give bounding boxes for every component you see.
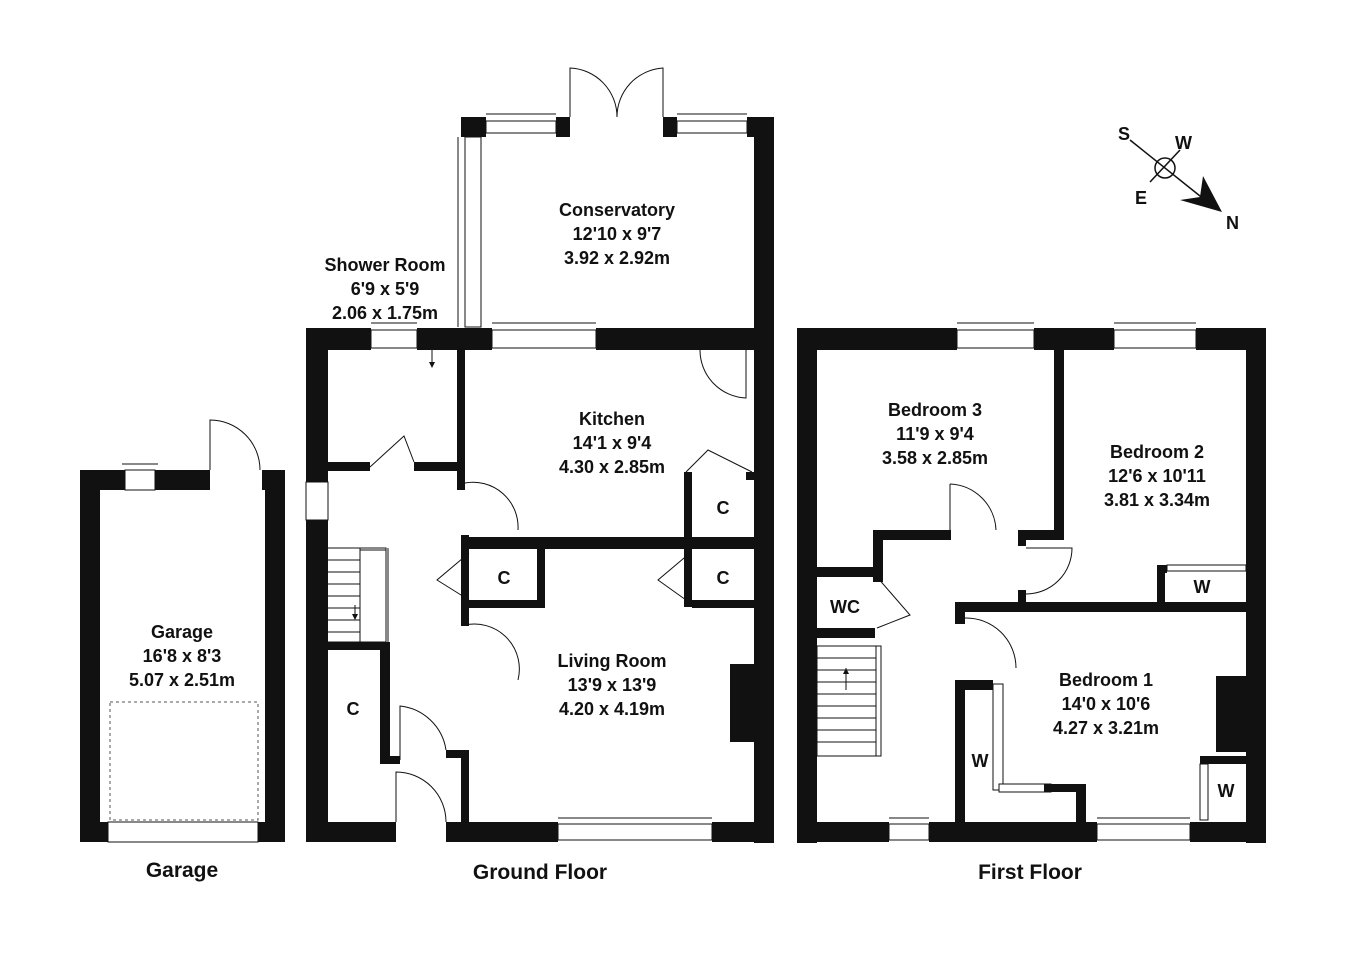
conservatory-imperial: 12'10 x 9'7 xyxy=(573,224,662,244)
conservatory-metric: 3.92 x 2.92m xyxy=(564,248,670,268)
shower-room-imperial: 6'9 x 5'9 xyxy=(351,279,420,299)
bedroom3-imperial: 11'9 x 9'4 xyxy=(896,424,974,444)
compass-south: S xyxy=(1118,124,1130,144)
garage-door-outline xyxy=(109,701,259,821)
stairs-first xyxy=(816,645,882,757)
understairs-cupboard-label: C xyxy=(347,699,360,719)
bedroom1-wardrobe-left-label: W xyxy=(972,751,989,771)
living-room-name: Living Room xyxy=(558,651,667,671)
kitchen-name: Kitchen xyxy=(579,409,645,429)
bedroom2-imperial: 12'6 x 10'11 xyxy=(1108,466,1206,486)
shower-room-metric: 2.06 x 1.75m xyxy=(332,303,438,323)
garage-plan xyxy=(80,419,285,843)
bedroom1-name: Bedroom 1 xyxy=(1059,670,1153,690)
garage-floor-label: Garage xyxy=(146,859,218,882)
shower-room-name: Shower Room xyxy=(324,255,445,275)
kitchen-metric: 4.30 x 2.85m xyxy=(559,457,665,477)
first-floor-plan xyxy=(797,322,1266,843)
hall-cupboard-label: C xyxy=(498,568,511,588)
bedroom3-name: Bedroom 3 xyxy=(888,400,982,420)
compass-west: W xyxy=(1175,133,1192,153)
compass-east: E xyxy=(1135,188,1147,208)
living-room-metric: 4.20 x 4.19m xyxy=(559,699,665,719)
garage-metric: 5.07 x 2.51m xyxy=(129,670,235,690)
living-cupboard-label: C xyxy=(717,568,730,588)
stairs-ground xyxy=(325,547,389,643)
bedroom1-metric: 4.27 x 3.21m xyxy=(1053,718,1159,738)
kitchen-imperial: 14'1 x 9'4 xyxy=(573,433,652,453)
bedroom1-imperial: 14'0 x 10'6 xyxy=(1062,694,1151,714)
garage-name: Garage xyxy=(151,622,213,642)
bedroom2-wardrobe-label: W xyxy=(1194,577,1211,597)
garage-imperial: 16'8 x 8'3 xyxy=(143,646,222,666)
living-room-imperial: 13'9 x 13'9 xyxy=(568,675,657,695)
conservatory-name: Conservatory xyxy=(559,200,675,220)
ground-floor-plan xyxy=(305,67,774,843)
wc-label: WC xyxy=(830,597,860,617)
bedroom3-metric: 3.58 x 2.85m xyxy=(882,448,988,468)
bedroom1-wardrobe-right-label: W xyxy=(1218,781,1235,801)
bedroom2-metric: 3.81 x 3.34m xyxy=(1104,490,1210,510)
kitchen-cupboard-label: C xyxy=(717,498,730,518)
compass: S W E N xyxy=(1118,124,1239,233)
first-floor-label: First Floor xyxy=(978,861,1082,884)
ground-floor-label: Ground Floor xyxy=(473,861,607,884)
bedroom2-name: Bedroom 2 xyxy=(1110,442,1204,462)
compass-north: N xyxy=(1226,213,1239,233)
